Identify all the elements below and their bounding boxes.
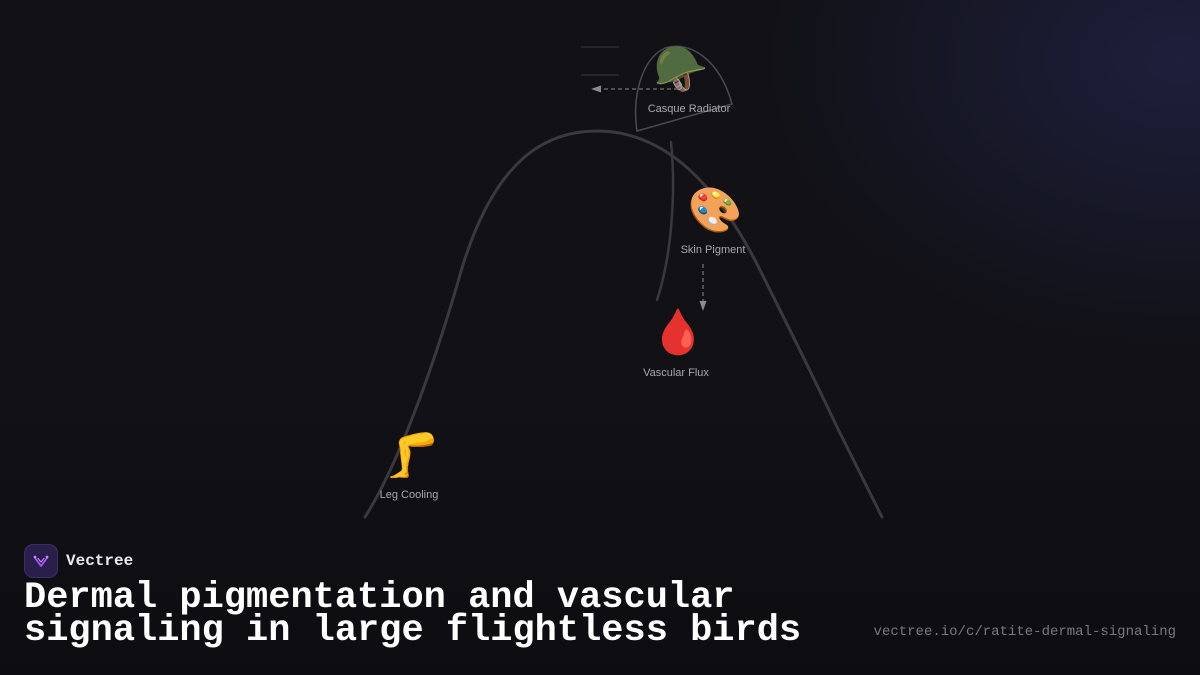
node-label-vascular: Vascular Flux [643, 367, 709, 379]
leg-icon: 🦵 [384, 430, 440, 481]
node-label-casque: Casque Radiator [647, 103, 731, 115]
node-label-leg: Leg Cooling [379, 489, 439, 501]
node-label-skin: Skin Pigment [680, 244, 746, 256]
blood-drop-icon: 🩸 [650, 307, 706, 358]
bird-outline-diagram [363, 45, 884, 519]
artist-palette-icon: 🎨 [687, 185, 743, 236]
brand: Vectree [24, 544, 133, 578]
bird-neck-outline [655, 140, 675, 302]
source-url: vectree.io/c/ratite-dermal-signaling [873, 624, 1176, 640]
bird-body-outline [363, 129, 884, 519]
bird-head-casque-outline [634, 45, 733, 132]
brand-name: Vectree [66, 552, 134, 570]
vectree-logo-icon [24, 544, 58, 578]
military-helmet-icon: 🪖 [653, 44, 709, 95]
page-title: Dermal pigmentation and vascular signali… [24, 577, 802, 652]
edge-skin-vascular-arrowhead [699, 301, 707, 311]
edge-casque-arrowhead [591, 85, 601, 93]
